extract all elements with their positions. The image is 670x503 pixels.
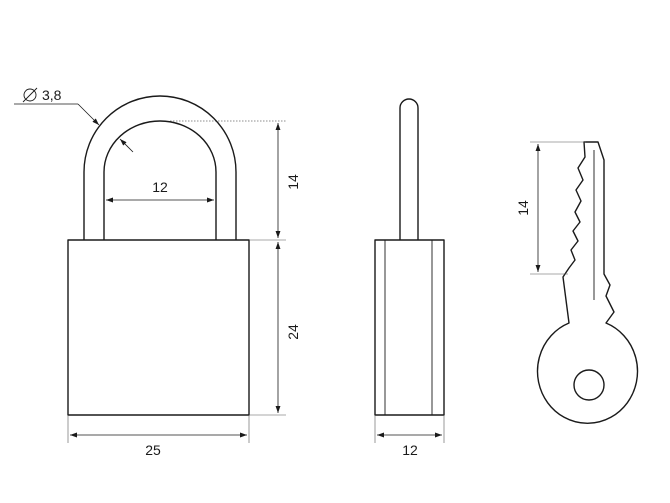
side-thickness-label: 12 bbox=[402, 442, 418, 458]
body-width-label: 25 bbox=[145, 442, 161, 458]
side-shackle bbox=[399, 98, 419, 240]
shackle-inner-width-label: 12 bbox=[152, 179, 168, 195]
diameter-symbol-icon bbox=[23, 88, 37, 102]
key-view: 14 bbox=[515, 141, 639, 425]
shackle-inner bbox=[103, 120, 217, 240]
front-view: 3,8 12 14 24 25 bbox=[14, 87, 301, 458]
key-outline bbox=[536, 141, 639, 425]
diameter-inner-arrow bbox=[119, 138, 134, 153]
key-hole bbox=[573, 369, 605, 401]
lock-body bbox=[67, 239, 250, 416]
key-blade-length-label: 14 bbox=[515, 200, 531, 216]
diameter-symbol-slash bbox=[22, 87, 38, 103]
side-body bbox=[374, 239, 445, 416]
shackle-height-label: 14 bbox=[285, 174, 301, 190]
shackle-diameter-label: 3,8 bbox=[42, 87, 62, 103]
diameter-leader-slant bbox=[77, 103, 100, 126]
body-height-label: 24 bbox=[285, 324, 301, 340]
side-view: 12 bbox=[374, 98, 445, 458]
shackle-outer bbox=[83, 95, 237, 240]
